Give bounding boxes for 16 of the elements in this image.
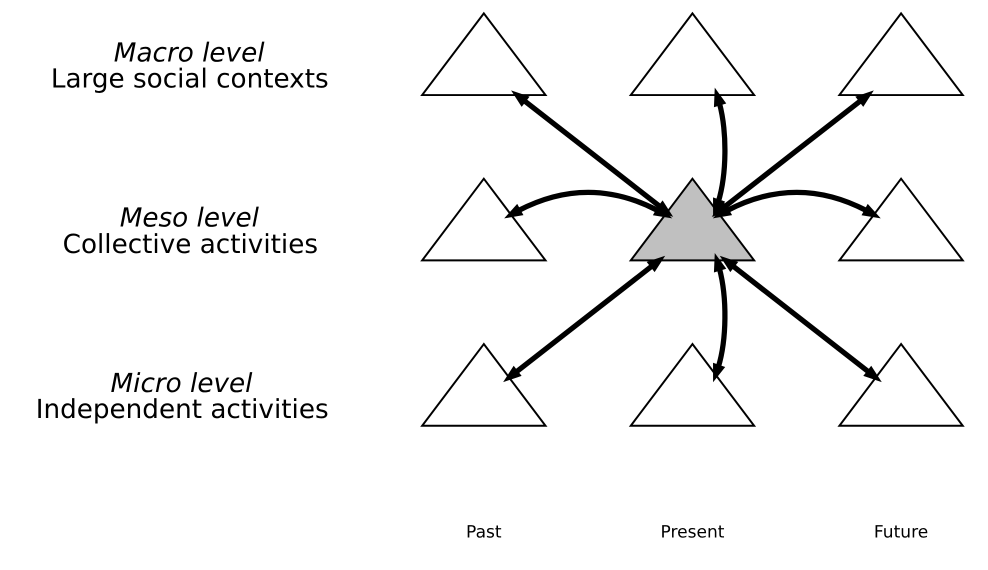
node-triangle xyxy=(420,12,548,96)
arrow xyxy=(720,256,882,382)
node-triangle xyxy=(420,177,548,262)
label: Future xyxy=(874,522,928,542)
label: Past xyxy=(466,522,502,542)
node-triangle xyxy=(628,177,756,262)
node-triangle xyxy=(837,12,965,96)
node-triangle xyxy=(628,342,756,427)
node-triangle xyxy=(420,342,548,427)
arrow xyxy=(713,88,728,217)
node-triangle xyxy=(837,342,965,427)
arrow xyxy=(503,256,666,382)
node-triangle xyxy=(837,177,965,262)
label: Present xyxy=(660,522,724,542)
node-triangle xyxy=(628,12,756,96)
arrow xyxy=(713,253,728,382)
